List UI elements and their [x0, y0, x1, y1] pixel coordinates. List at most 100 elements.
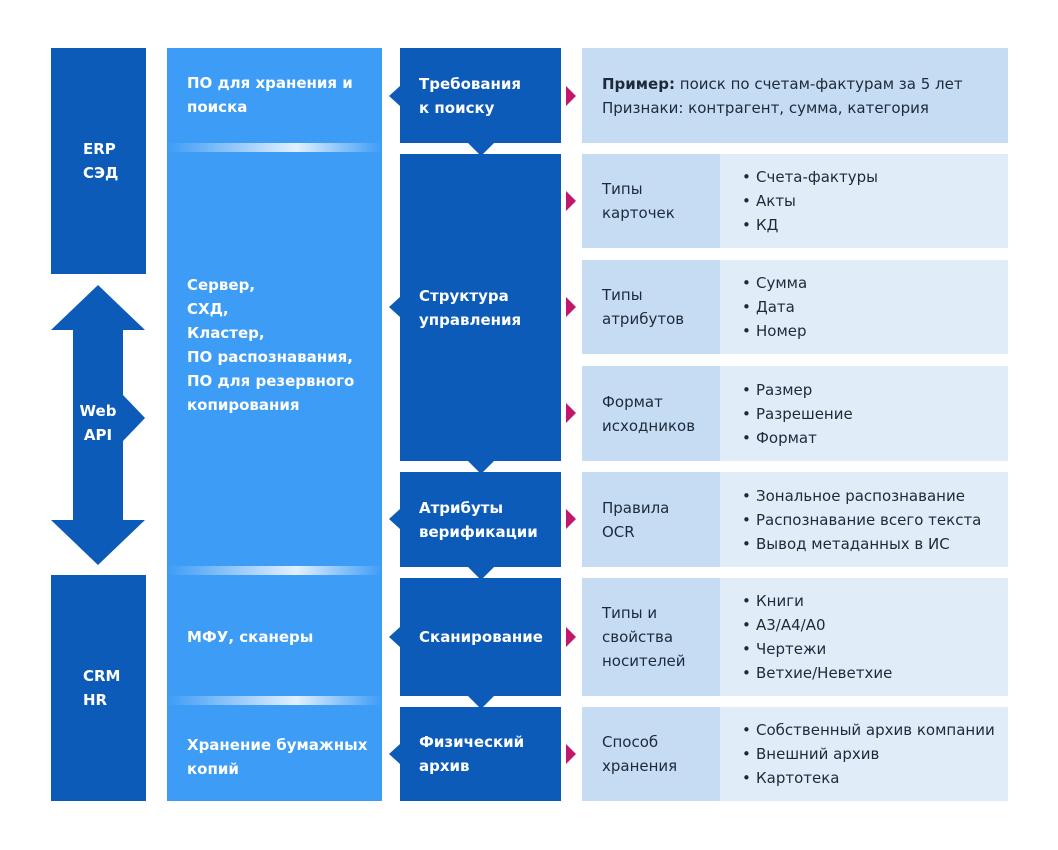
- list-item: А3/А4/А0: [742, 613, 1008, 637]
- detail-label-line: Типы и: [602, 604, 658, 622]
- search-example-line-2: Признаки: контрагент, сумма, категория: [602, 98, 929, 117]
- detail-label-line: атрибутов: [602, 310, 685, 328]
- detail-label-line: карточек: [602, 204, 675, 222]
- bullet-list: Зональное распознавание Распознавание вс…: [742, 484, 1008, 556]
- list-item: Сумма: [742, 271, 1008, 295]
- list-item: Счета-фактуры: [742, 165, 1008, 189]
- list-item: Разрешение: [742, 402, 1008, 426]
- stage-line: верификации: [419, 522, 538, 541]
- infra-storage-search: ПО для хранения и поиска: [187, 71, 377, 119]
- infra-servers-line: ПО для резервного: [187, 372, 355, 390]
- list-item: Номер: [742, 319, 1008, 343]
- list-item: Внешний архив: [742, 742, 1008, 766]
- stage-management-structure: Структура управления: [400, 154, 561, 461]
- infra-paper-line: копий: [187, 760, 239, 778]
- search-example-prefix: Пример:: [602, 74, 675, 93]
- detail-label-source-format: Формат исходников: [582, 366, 720, 461]
- detail-label-line: свойства: [602, 628, 674, 646]
- arrow-left-icon: [389, 86, 400, 106]
- arrow-left-icon: [389, 744, 400, 764]
- detail-label-line: OCR: [602, 522, 635, 541]
- arrow-left-icon: [389, 627, 400, 647]
- stage-line: к поиску: [419, 98, 495, 117]
- infrastructure-divider-2: [167, 566, 382, 575]
- detail-label-line: Способ: [602, 733, 659, 751]
- detail-list-media-types: Книги А3/А4/А0 Чертежи Ветхие/Неветхие: [720, 578, 1008, 696]
- web-api-label-api: API: [83, 426, 113, 444]
- detail-label-line: исходников: [602, 416, 696, 435]
- stage-line: Физический: [419, 733, 525, 751]
- detail-label-line: носителей: [602, 652, 686, 670]
- bullet-list: Размер Разрешение Формат: [742, 378, 1008, 450]
- list-item: Акты: [742, 189, 1008, 213]
- web-api-double-arrow: [51, 285, 145, 565]
- detail-list-source-format: Размер Разрешение Формат: [720, 366, 1008, 461]
- arrow-left-icon: [389, 509, 400, 529]
- infra-servers-line: ПО распознавания,: [187, 348, 353, 366]
- infra-paper-storage: Хранение бумажных копий: [187, 733, 377, 781]
- bullet-list: Сумма Дата Номер: [742, 271, 1008, 343]
- detail-list-ocr-rules: Зональное распознавание Распознавание вс…: [720, 472, 1008, 567]
- bullet-list: Книги А3/А4/А0 Чертежи Ветхие/Неветхие: [742, 589, 1008, 685]
- detail-label-line: Типы: [602, 180, 643, 198]
- list-item: Ветхие/Неветхие: [742, 661, 1008, 685]
- infra-scanners: МФУ, сканеры: [187, 625, 377, 649]
- list-item: Формат: [742, 426, 1008, 450]
- detail-label-line: Правила: [602, 498, 670, 517]
- infra-paper-line: Хранение бумажных: [187, 736, 368, 754]
- infra-servers-line: копирования: [187, 396, 300, 414]
- stage-line: Требования: [419, 74, 522, 93]
- detail-list-attribute-types: Сумма Дата Номер: [720, 260, 1008, 354]
- pointer-right-icon: [566, 509, 576, 529]
- detail-label-ocr-rules: Правила OCR: [582, 472, 720, 567]
- infra-storage-search-line: ПО для хранения и: [187, 74, 353, 92]
- stage-scanning: Сканирование: [400, 578, 561, 696]
- system-label-sed: СЭД: [83, 164, 119, 182]
- bullet-list: Собственный архив компании Внешний архив…: [742, 718, 1008, 790]
- list-item: Собственный архив компании: [742, 718, 1008, 742]
- arrow-down-icon: [468, 567, 494, 580]
- web-api-arrow-shape: [51, 285, 145, 565]
- list-item: Вывод метаданных в ИС: [742, 532, 1008, 556]
- infra-servers: Сервер, СХД, Кластер, ПО распознавания, …: [187, 273, 377, 417]
- pointer-right-icon: [566, 627, 576, 647]
- stage-physical-archive: Физический архив: [400, 707, 561, 801]
- detail-label-attribute-types: Типы атрибутов: [582, 260, 720, 354]
- arrow-left-icon: [389, 297, 400, 317]
- system-box-erp-sed: ERP СЭД: [51, 48, 146, 274]
- detail-label-media-types: Типы и свойства носителей: [582, 578, 720, 696]
- detail-list-card-types: Счета-фактуры Акты КД: [720, 154, 1008, 248]
- web-api-label-web: Web: [79, 402, 117, 420]
- system-label-crm: CRM: [83, 667, 121, 685]
- pointer-right-icon: [566, 191, 576, 211]
- stage-line: Сканирование: [419, 628, 543, 646]
- infra-servers-line: Сервер,: [187, 276, 256, 294]
- list-item: Чертежи: [742, 637, 1008, 661]
- infra-servers-line: Кластер,: [187, 324, 265, 342]
- system-label-hr: HR: [83, 691, 108, 709]
- arrow-down-icon: [468, 143, 494, 156]
- infra-servers-line: СХД,: [187, 300, 229, 318]
- detail-list-storage-method: Собственный архив компании Внешний архив…: [720, 707, 1008, 801]
- infra-storage-search-line: поиска: [187, 98, 248, 116]
- stage-line: Атрибуты: [419, 498, 504, 517]
- stage-line: Структура: [419, 286, 509, 305]
- detail-label-line: Типы: [602, 286, 643, 304]
- detail-label-storage-method: Способ хранения: [582, 707, 720, 801]
- search-example-line-1: Пример: поиск по счетам-фактурам за 5 ле…: [602, 72, 1008, 96]
- arrow-down-icon: [468, 696, 494, 709]
- arrow-down-icon: [468, 461, 494, 474]
- infra-scanners-line: МФУ, сканеры: [187, 628, 314, 646]
- system-box-crm-hr: CRM HR: [51, 575, 146, 801]
- stage-line: управления: [419, 310, 522, 329]
- detail-label-line: Формат: [602, 392, 663, 411]
- list-item: Распознавание всего текста: [742, 508, 1008, 532]
- stage-line: архив: [419, 757, 470, 775]
- list-item: КД: [742, 213, 1008, 237]
- stage-search-requirements: Требования к поиску: [400, 48, 561, 143]
- list-item: Зональное распознавание: [742, 484, 1008, 508]
- list-item: Картотека: [742, 766, 1008, 790]
- stage-verification-attributes: Атрибуты верификации: [400, 472, 561, 567]
- list-item: Размер: [742, 378, 1008, 402]
- detail-label-line: хранения: [602, 757, 678, 775]
